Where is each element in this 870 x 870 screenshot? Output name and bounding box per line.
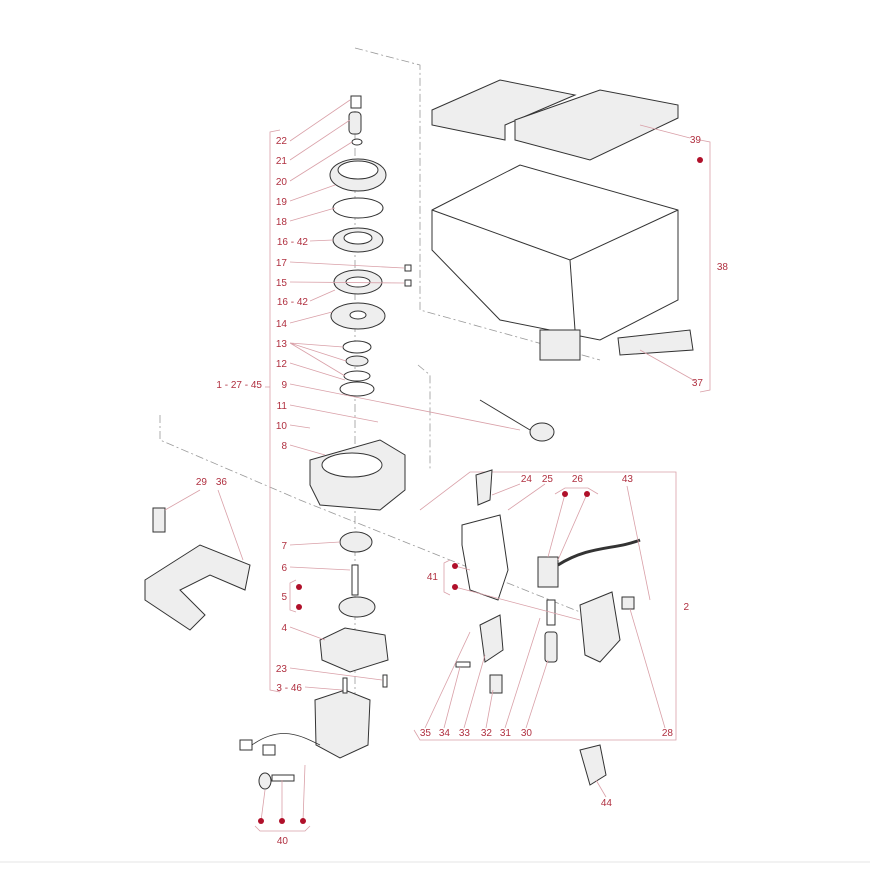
plate-part-25 [461, 514, 509, 601]
label-33: 33 [459, 728, 471, 739]
label-3-46: 3 - 46 [276, 683, 302, 694]
doser-mechanism [455, 469, 641, 786]
label-39: 39 [690, 135, 702, 146]
label-25: 25 [542, 474, 554, 485]
label-43: 43 [622, 474, 634, 485]
label-24: 24 [521, 474, 533, 485]
label-1-27-45: 1 - 27 - 45 [216, 380, 262, 391]
label-32: 32 [481, 728, 493, 739]
washer-part-20 [351, 138, 363, 146]
label-13: 13 [276, 339, 288, 350]
clip-part-44 [579, 744, 607, 786]
label-31: 31 [500, 728, 512, 739]
bearing-part-7 [339, 531, 373, 553]
part-labels: 22 21 20 19 18 16 - 42 17 15 16 - 42 14 … [196, 135, 729, 847]
bearing-part-13 [342, 340, 372, 354]
part-34 [455, 661, 471, 668]
gear-part-5 [338, 596, 376, 618]
label-4: 4 [281, 623, 287, 634]
lid-part-39 [431, 79, 577, 141]
gear-housing-part-4 [319, 627, 389, 673]
label-10: 10 [276, 421, 288, 432]
label-40: 40 [277, 836, 289, 847]
label-34: 34 [439, 728, 451, 739]
label-28: 28 [662, 728, 674, 739]
spacer-part-29 [152, 507, 166, 533]
label-44: 44 [601, 798, 613, 809]
label-17: 17 [276, 258, 288, 269]
label-16-42-b: 16 - 42 [277, 297, 309, 308]
bearing-part-12 [343, 370, 371, 382]
cover-part-2 [579, 591, 621, 663]
tamper-part-37 [617, 329, 694, 356]
lever-part-33 [479, 614, 504, 663]
label-38: 38 [717, 262, 729, 273]
part-28 [621, 596, 635, 610]
label-22: 22 [276, 136, 288, 147]
label-36: 36 [216, 477, 228, 488]
label-14: 14 [276, 319, 288, 330]
leader-lines [164, 99, 696, 822]
part-32 [489, 674, 503, 694]
label-19: 19 [276, 197, 288, 208]
label-23: 23 [276, 664, 288, 675]
bracket-part-36 [144, 544, 251, 631]
label-6: 6 [281, 563, 287, 574]
grinder-stack [144, 95, 555, 790]
label-26: 26 [572, 474, 584, 485]
shaft-part-6 [351, 564, 359, 596]
button-part-40 [258, 772, 272, 790]
screw-part-22 [350, 95, 362, 109]
motor-part-3 [314, 689, 371, 759]
optional-part-markers [258, 157, 703, 824]
label-20: 20 [276, 177, 288, 188]
part-24 [475, 469, 493, 506]
spring-part-21 [348, 111, 362, 135]
spring-part-30 [544, 631, 558, 663]
label-30: 30 [521, 728, 533, 739]
label-8: 8 [281, 441, 287, 452]
label-16-42-a: 16 - 42 [277, 237, 309, 248]
ring-part-9 [339, 381, 375, 397]
label-9: 9 [281, 380, 287, 391]
label-35: 35 [420, 728, 432, 739]
label-5: 5 [281, 592, 287, 603]
label-7: 7 [281, 541, 287, 552]
label-37: 37 [692, 378, 704, 389]
hopper [431, 79, 694, 361]
label-11: 11 [277, 401, 288, 412]
label-29: 29 [196, 477, 208, 488]
label-41: 41 [427, 572, 439, 583]
adjust-screw-part-11 [479, 399, 531, 431]
screw-part-23 [382, 674, 388, 688]
oring-part-18 [332, 197, 384, 219]
group-brackets [254, 129, 711, 832]
label-2: 2 [683, 602, 689, 613]
label-18: 18 [276, 217, 288, 228]
assembly-guide-lines [159, 47, 601, 700]
label-15: 15 [276, 278, 288, 289]
label-21: 21 [276, 156, 288, 167]
label-12: 12 [276, 359, 288, 370]
solenoid-part-26 [537, 556, 559, 588]
